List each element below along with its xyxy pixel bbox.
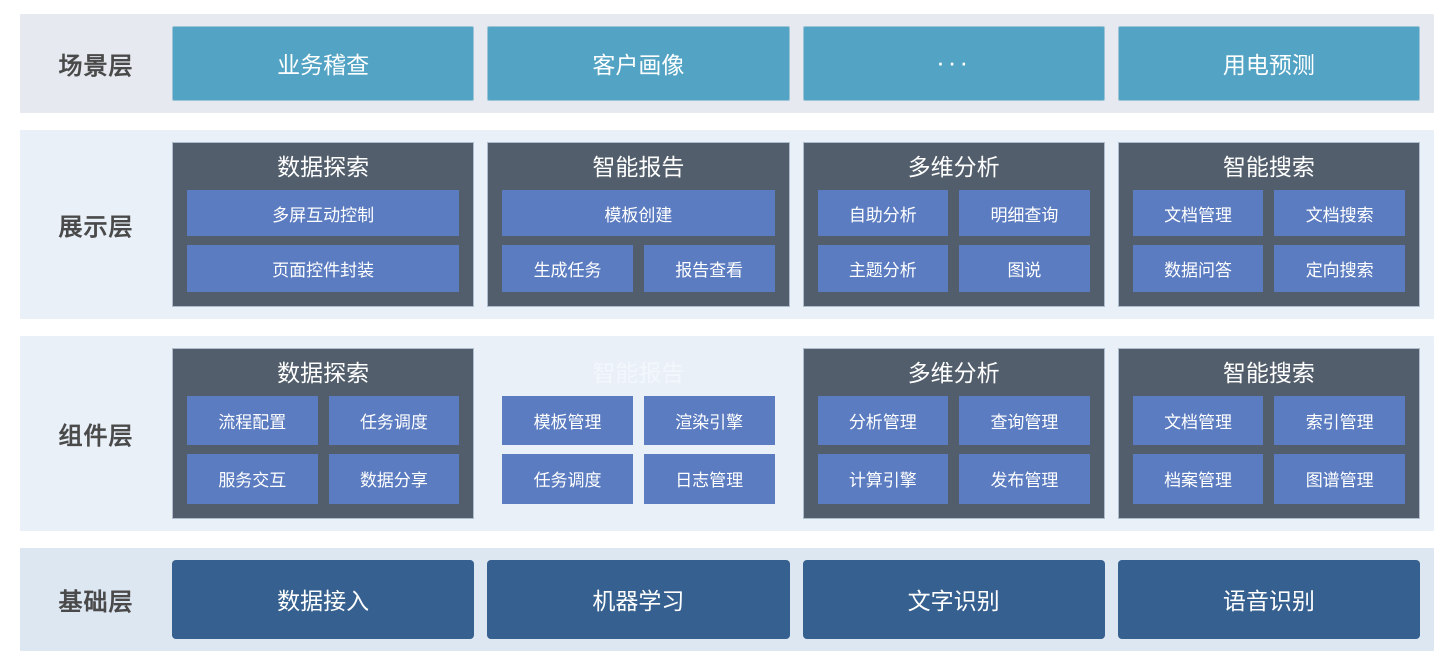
block-base-layer-0[interactable]: 数据接入 <box>172 559 475 639</box>
layer-label-component-layer: 组件层 <box>58 422 134 450</box>
module-chip[interactable]: 分析管理 <box>817 396 949 446</box>
module-chip-grid: 模板管理渲染引擎任务调度日志管理 <box>502 396 775 504</box>
module-card-presentation-layer-1[interactable]: 智能报告模板创建生成任务报告查看 <box>487 141 790 307</box>
block-scene-layer-3[interactable]: 用电预测 <box>1117 26 1420 101</box>
module-chip-grid: 流程配置任务调度服务交互数据分享 <box>187 396 460 504</box>
module-chip-row: 多屏互动控制 <box>187 190 460 237</box>
module-chip[interactable]: 文档搜索 <box>1274 190 1405 237</box>
module-chip-row: 计算引擎发布管理 <box>817 454 1090 504</box>
module-card-presentation-layer-2[interactable]: 多维分析自助分析明细查询主题分析图说 <box>802 141 1105 307</box>
block-label: 文字识别 <box>907 588 1000 615</box>
module-chip-row: 自助分析明细查询 <box>817 190 1090 237</box>
module-chip[interactable]: 图谱管理 <box>1274 454 1405 504</box>
block-label: 用电预测 <box>1222 52 1315 79</box>
module-chip-row: 模板创建 <box>502 190 775 237</box>
module-chip[interactable]: 数据问答 <box>1132 245 1264 292</box>
module-chip[interactable]: 查询管理 <box>959 396 1090 446</box>
module-chip-grid: 分析管理查询管理计算引擎发布管理 <box>817 396 1090 504</box>
module-chip[interactable]: 计算引擎 <box>817 454 949 504</box>
module-chip[interactable]: 页面控件封装 <box>187 245 460 292</box>
layer-items-component-layer: 数据探索流程配置任务调度服务交互数据分享智能报告模板管理渲染引擎任务调度日志管理… <box>172 336 1434 531</box>
module-chip[interactable]: 数据分享 <box>328 454 460 504</box>
layer-row-presentation-layer: 展示层数据探索多屏互动控制页面控件封装智能报告模板创建生成任务报告查看多维分析自… <box>20 129 1434 319</box>
layer-label-base-layer: 基础层 <box>58 588 134 616</box>
module-chip-row: 主题分析图说 <box>817 245 1090 292</box>
module-chip[interactable]: 自助分析 <box>817 190 949 237</box>
block-scene-layer-0[interactable]: 业务稽查 <box>172 26 475 101</box>
module-chip[interactable]: 模板管理 <box>502 396 633 446</box>
layer-label-scene-layer: 场景层 <box>58 52 134 80</box>
block-label: 客户画像 <box>592 52 685 79</box>
module-card-title: 多维分析 <box>907 153 1000 180</box>
module-chip[interactable]: 索引管理 <box>1274 396 1405 446</box>
module-chip[interactable]: 流程配置 <box>187 396 318 446</box>
module-chip-grid: 文档管理索引管理档案管理图谱管理 <box>1132 396 1405 504</box>
layer-items-presentation-layer: 数据探索多屏互动控制页面控件封装智能报告模板创建生成任务报告查看多维分析自助分析… <box>172 130 1434 319</box>
block-base-layer-1[interactable]: 机器学习 <box>487 559 790 639</box>
module-card-title: 数据探索 <box>277 359 370 386</box>
module-chip-row: 数据问答定向搜索 <box>1132 245 1405 292</box>
block-base-layer-3[interactable]: 语音识别 <box>1117 559 1420 639</box>
module-chip[interactable]: 档案管理 <box>1132 454 1264 504</box>
module-chip-grid: 模板创建生成任务报告查看 <box>502 190 775 292</box>
module-chip-row: 服务交互数据分享 <box>187 454 460 504</box>
module-chip[interactable]: 生成任务 <box>502 245 633 292</box>
layer-row-component-layer: 组件层数据探索流程配置任务调度服务交互数据分享智能报告模板管理渲染引擎任务调度日… <box>20 335 1434 531</box>
module-chip-row: 档案管理图谱管理 <box>1132 454 1405 504</box>
module-chip-row: 文档管理索引管理 <box>1132 396 1405 446</box>
module-chip[interactable]: 图说 <box>959 245 1090 292</box>
module-card-title: 智能报告 <box>592 359 685 386</box>
module-chip[interactable]: 多屏互动控制 <box>187 190 460 237</box>
block-scene-layer-1[interactable]: 客户画像 <box>487 26 790 101</box>
module-card-title: 智能搜索 <box>1222 359 1315 386</box>
module-chip[interactable]: 发布管理 <box>959 454 1090 504</box>
module-card-component-layer-0[interactable]: 数据探索流程配置任务调度服务交互数据分享 <box>172 347 475 519</box>
module-card-component-layer-2[interactable]: 多维分析分析管理查询管理计算引擎发布管理 <box>802 347 1105 519</box>
module-card-title: 数据探索 <box>277 153 370 180</box>
layer-row-base-layer: 基础层 数据接入 机器学习 文字识别 语音识别 <box>20 547 1434 651</box>
module-chip[interactable]: 任务调度 <box>502 454 633 504</box>
module-chip[interactable]: 定向搜索 <box>1274 245 1405 292</box>
module-chip-row: 分析管理查询管理 <box>817 396 1090 446</box>
module-chip-row: 模板管理渲染引擎 <box>502 396 775 446</box>
module-card-presentation-layer-0[interactable]: 数据探索多屏互动控制页面控件封装 <box>172 141 475 307</box>
block-label: 机器学习 <box>592 588 685 615</box>
module-chip[interactable]: 文档管理 <box>1132 190 1264 237</box>
module-chip-row: 生成任务报告查看 <box>502 245 775 292</box>
layer-items-base-layer: 数据接入 机器学习 文字识别 语音识别 <box>172 548 1434 651</box>
module-chip-row: 文档管理文档搜索 <box>1132 190 1405 237</box>
module-card-title: 智能报告 <box>592 153 685 180</box>
module-chip[interactable]: 文档管理 <box>1132 396 1264 446</box>
module-chip[interactable]: 明细查询 <box>959 190 1090 237</box>
ellipsis-icon: ··· <box>936 47 972 78</box>
module-chip[interactable]: 日志管理 <box>643 454 775 504</box>
module-chip-grid: 自助分析明细查询主题分析图说 <box>817 190 1090 292</box>
module-chip[interactable]: 渲染引擎 <box>643 396 775 446</box>
block-label: 语音识别 <box>1222 588 1315 615</box>
layer-label-presentation-layer: 展示层 <box>58 213 134 241</box>
module-chip-grid: 文档管理文档搜索数据问答定向搜索 <box>1132 190 1405 292</box>
layer-row-scene-layer: 场景层 业务稽查 客户画像 ··· 用电预测 <box>20 14 1434 113</box>
block-label: 业务稽查 <box>277 52 370 79</box>
layer-items-scene-layer: 业务稽查 客户画像 ··· 用电预测 <box>172 14 1434 113</box>
module-chip-row: 流程配置任务调度 <box>187 396 460 446</box>
module-chip[interactable]: 报告查看 <box>643 245 775 292</box>
module-chip-row: 页面控件封装 <box>187 245 460 292</box>
module-chip[interactable]: 模板创建 <box>502 190 775 237</box>
module-card-title: 多维分析 <box>907 359 1000 386</box>
block-scene-layer-2[interactable]: ··· <box>802 26 1105 101</box>
module-chip-row: 任务调度日志管理 <box>502 454 775 504</box>
module-card-component-layer-1[interactable]: 智能报告模板管理渲染引擎任务调度日志管理 <box>487 348 789 519</box>
block-label: 数据接入 <box>277 588 370 615</box>
module-chip[interactable]: 服务交互 <box>187 454 318 504</box>
module-chip[interactable]: 任务调度 <box>328 396 460 446</box>
module-chip-grid: 多屏互动控制页面控件封装 <box>187 190 460 292</box>
module-card-component-layer-3[interactable]: 智能搜索文档管理索引管理档案管理图谱管理 <box>1117 347 1420 519</box>
block-base-layer-2[interactable]: 文字识别 <box>802 559 1105 639</box>
module-chip[interactable]: 主题分析 <box>817 245 949 292</box>
module-card-presentation-layer-3[interactable]: 智能搜索文档管理文档搜索数据问答定向搜索 <box>1117 141 1420 307</box>
module-card-title: 智能搜索 <box>1222 153 1315 180</box>
